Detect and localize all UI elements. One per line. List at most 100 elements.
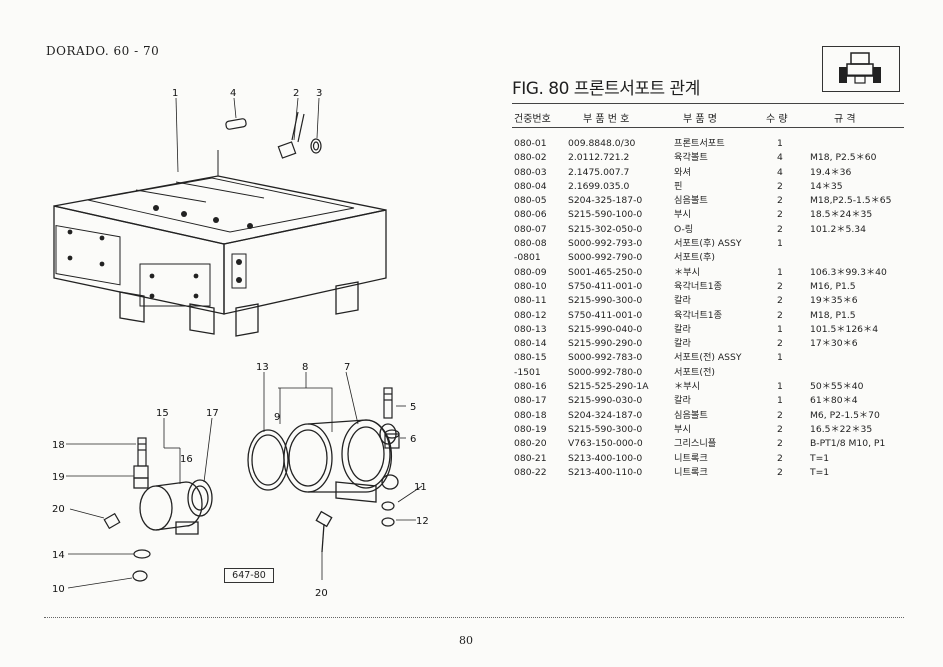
cell-part-no: 009.8848.0/30 <box>568 138 636 149</box>
cell-name: ＊부시 <box>674 266 701 278</box>
cell-name: 그리스니플 <box>674 438 717 450</box>
cell-part-no: S215-590-100-0 <box>568 209 643 221</box>
collar-nut-right <box>381 501 395 527</box>
callout-label: 12 <box>416 516 429 527</box>
cell-qty: 1 <box>777 381 783 393</box>
cell-qty: 2 <box>777 309 783 321</box>
callout-label: 8 <box>302 362 308 373</box>
callout-label: 15 <box>156 408 169 419</box>
callout-label: 10 <box>52 584 65 595</box>
cell-name: 칼라 <box>674 323 691 335</box>
callout-label: 7 <box>344 362 350 373</box>
cell-name: 서포트(후) ASSY <box>674 238 742 250</box>
cell-code: 080-03 <box>514 166 547 178</box>
cell-part-no: S750-411-001-0 <box>568 309 643 321</box>
cell-spec: 101.2＊5.34 <box>810 223 866 235</box>
cell-part-no: S215-990-040-0 <box>568 323 643 335</box>
cell-spec: 19＊35＊6 <box>810 295 858 307</box>
cell-code: 080-13 <box>514 323 547 335</box>
cell-code: 080-22 <box>514 466 547 478</box>
column-header-name: 부 품 명 <box>683 114 717 125</box>
cell-qty: 2 <box>777 466 783 478</box>
cell-code: 080-05 <box>514 195 547 207</box>
washer <box>310 138 322 154</box>
cell-qty: 1 <box>777 138 783 149</box>
cell-name: 육각너트1종 <box>674 309 723 321</box>
cell-name: 육각볼트 <box>674 152 708 164</box>
cell-spec: T=1 <box>810 466 830 478</box>
cell-qty: 2 <box>777 195 783 207</box>
callout-label: 18 <box>52 440 65 451</box>
cell-name: 니트록크 <box>674 466 708 478</box>
cell-qty: 4 <box>777 152 783 164</box>
cell-part-no: S000-992-790-0 <box>568 252 643 264</box>
cell-spec: 18.5＊24＊35 <box>810 209 873 221</box>
cell-spec: M18, P1.5 <box>810 309 856 321</box>
callout-label: 9 <box>274 412 280 423</box>
cell-part-no: S001-465-250-0 <box>568 266 643 278</box>
tractor-icon <box>839 52 881 84</box>
pin <box>225 118 247 130</box>
cell-code: 080-19 <box>514 423 547 435</box>
column-header-qty: 수 량 <box>766 114 788 125</box>
cell-part-no: S215-302-050-0 <box>568 223 643 235</box>
cell-qty: 1 <box>777 266 783 278</box>
cell-code: -0801 <box>514 252 541 264</box>
cell-name: 심음볼트 <box>674 409 708 421</box>
cell-qty: 2 <box>777 338 783 350</box>
cell-name: 서포트(전) ASSY <box>674 352 742 364</box>
cell-qty: 2 <box>777 295 783 307</box>
cell-code: 080-21 <box>514 452 547 464</box>
cell-spec: 16.5＊22＊35 <box>810 423 873 435</box>
callout-label: 13 <box>256 362 269 373</box>
cell-name: 와셔 <box>674 166 691 178</box>
cell-qty: 1 <box>777 395 783 407</box>
model-header: DORADO. 60 - 70 <box>46 44 160 58</box>
callout-label: 16 <box>180 454 193 465</box>
cell-name: O-링 <box>674 223 694 235</box>
cell-name: 핀 <box>674 180 683 192</box>
page-number: 80 <box>459 634 473 647</box>
cell-part-no: S213-400-110-0 <box>568 466 643 478</box>
callout-label: 14 <box>52 550 65 561</box>
cell-part-no: V763-150-000-0 <box>568 438 643 450</box>
bottom-rule <box>44 617 904 618</box>
cell-qty: 2 <box>777 223 783 235</box>
callout-label: 3 <box>316 88 322 99</box>
bush-right <box>384 429 400 449</box>
cell-spec: 101.5＊126＊4 <box>810 323 879 335</box>
callout-label: 20 <box>52 504 65 515</box>
front-support-frame <box>53 150 387 337</box>
cell-code: 080-14 <box>514 338 547 350</box>
cell-name: 니트록크 <box>674 452 708 464</box>
callout-label: 2 <box>293 88 299 99</box>
cell-code: 080-12 <box>514 309 547 321</box>
cell-name: ＊부시 <box>674 381 701 393</box>
cell-spec: 50＊55＊40 <box>810 381 864 393</box>
figure-reference: 647-80 <box>224 568 274 583</box>
cell-part-no: 2.0112.721.2 <box>568 152 630 164</box>
cell-name: 서포트(전) <box>674 366 715 378</box>
cell-qty: 2 <box>777 438 783 450</box>
stud-bolt-left <box>137 437 147 467</box>
cell-name: 심음볼트 <box>674 195 708 207</box>
cell-name: 부시 <box>674 423 691 435</box>
bush-left <box>133 465 149 479</box>
grease-nipple-left <box>103 512 121 530</box>
tractor-thumbnail <box>822 46 900 92</box>
cell-code: 080-16 <box>514 381 547 393</box>
cell-spec: 17＊30＊6 <box>810 338 858 350</box>
cell-code: 080-18 <box>514 409 547 421</box>
callout-label: 17 <box>206 408 219 419</box>
cell-code: 080-08 <box>514 238 547 250</box>
